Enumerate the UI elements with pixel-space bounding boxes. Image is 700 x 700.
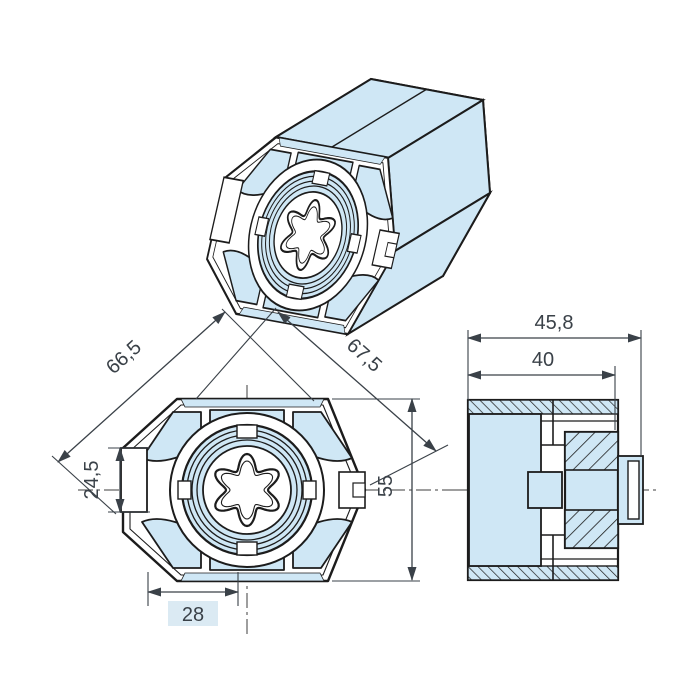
dim-label-24-5: 24,5 bbox=[81, 461, 103, 500]
dim-line-66-5 bbox=[57, 311, 226, 463]
dim-label-66-5: 66,5 bbox=[102, 336, 146, 378]
dimension-lines bbox=[57, 311, 437, 597]
section-stub-ring bbox=[627, 460, 640, 520]
section-crown-bottom bbox=[564, 509, 619, 549]
iso-top-seam bbox=[331, 88, 428, 148]
label-highlight bbox=[168, 601, 218, 626]
front-profile bbox=[119, 397, 367, 583]
section-bottom-wall bbox=[467, 565, 619, 581]
section-bore bbox=[527, 471, 563, 509]
dim-label-45-8: 45,8 bbox=[535, 312, 574, 334]
dim-label-28: 28 bbox=[182, 604, 204, 626]
dim-label-40: 40 bbox=[532, 349, 554, 371]
dim-label-55: 55 bbox=[375, 475, 397, 497]
section-crown-top bbox=[564, 431, 619, 471]
side-section-view: 45,8 40 bbox=[452, 312, 656, 582]
isometric-view bbox=[193, 77, 493, 341]
dim-label-67-5: 67,5 bbox=[342, 334, 386, 376]
front-view: 66,5 67,5 24,5 55 28 bbox=[51, 307, 455, 638]
section-top-wall bbox=[467, 399, 619, 415]
